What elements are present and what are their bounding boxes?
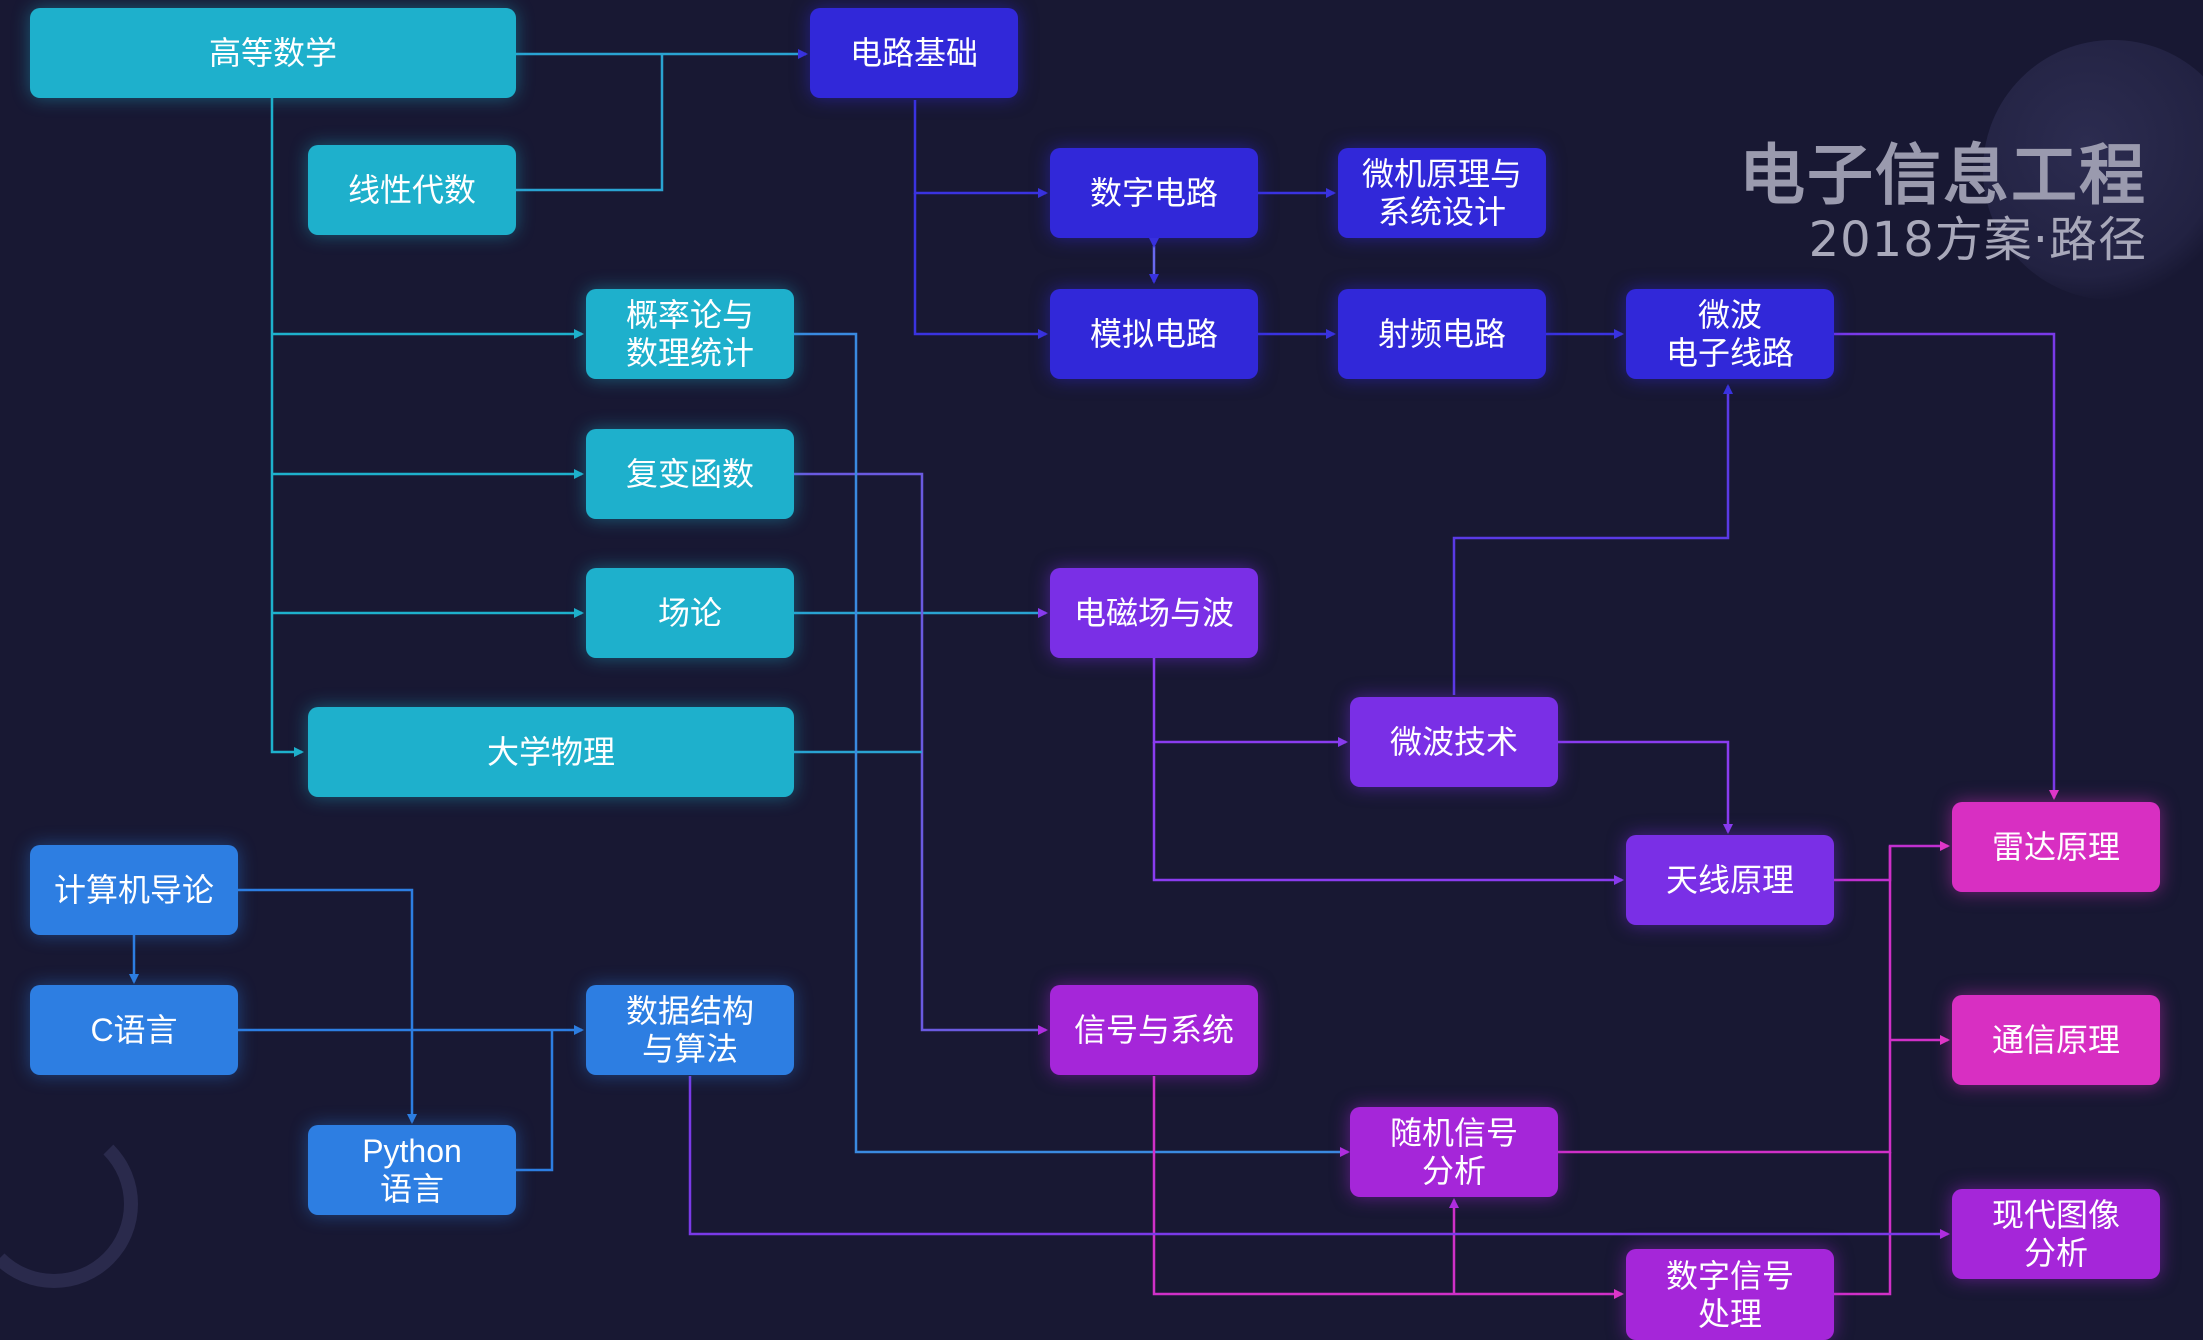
node-label: 计算机导论 [53,872,214,908]
node-shuzi[interactable]: 数字电路 [1050,148,1258,238]
node-label: 数字电路 [1089,175,1218,211]
node-daxue[interactable]: 大学物理 [308,707,794,797]
page-curl-decoration [1983,40,2203,300]
edge-gailv-suiji [794,332,1350,1157]
edge-weibojs-tianxian [1558,740,1733,834]
node-weibojs[interactable]: 微波技术 [1350,697,1558,787]
node-label: 电路基础 [849,35,978,71]
node-label: 随机信号 分析 [1389,1115,1518,1189]
node-jisuanji[interactable]: 计算机导论 [30,845,238,935]
node-label: Python 语言 [362,1133,462,1207]
node-leida[interactable]: 雷达原理 [1952,802,2160,892]
edge-xianxing-dianlu [516,54,664,192]
node-label: 电磁场与波 [1073,595,1234,631]
node-label: 场论 [657,595,722,631]
node-moni[interactable]: 模拟电路 [1050,289,1258,379]
node-label: 微波技术 [1389,724,1518,760]
node-label: 线性代数 [347,172,476,208]
edge-jisuanji-python [238,888,417,1124]
edge-weibojs-weibodz [1452,384,1733,695]
node-label: 概率论与 数理统计 [625,297,754,371]
node-label: 模拟电路 [1089,316,1218,352]
node-dianci[interactable]: 电磁场与波 [1050,568,1258,658]
node-label: 微机原理与 系统设计 [1361,156,1522,230]
edge-dianlu-shuzi [913,100,1048,198]
node-label: 微波 电子线路 [1665,297,1794,371]
node-tongxin[interactable]: 通信原理 [1952,995,2160,1085]
node-xinhao[interactable]: 信号与系统 [1050,985,1258,1075]
node-weiji[interactable]: 微机原理与 系统设计 [1338,148,1546,238]
node-xianxing[interactable]: 线性代数 [308,145,516,235]
page-title: 电子信息工程 [1739,136,2147,214]
node-shuzixh[interactable]: 数字信号 处理 [1626,1249,1834,1340]
edge-dianci-tianxian [1152,742,1624,885]
node-dianlu[interactable]: 电路基础 [810,8,1018,98]
node-label: 数据结构 与算法 [625,993,754,1067]
node-label: C语言 [90,1012,178,1048]
node-label: 天线原理 [1665,862,1794,898]
edge-weibodz-leida [1834,332,2059,800]
edge-dianlu-moni [913,193,1048,339]
node-label: 现代图像 分析 [1991,1197,2120,1271]
edge-shuzixh-out [1834,1152,1892,1296]
node-gailv[interactable]: 概率论与 数理统计 [586,289,794,379]
node-tianxian[interactable]: 天线原理 [1626,835,1834,925]
node-label: 雷达原理 [1991,829,2120,865]
page-subtitle: 2018方案·路径 [1808,212,2147,268]
edge-gaodeng-trunk [270,98,304,757]
node-label: 高等数学 [208,35,337,71]
node-label: 大学物理 [486,734,615,770]
node-shuju[interactable]: 数据结构 与算法 [586,985,794,1075]
node-weibodz[interactable]: 微波 电子线路 [1626,289,1834,379]
node-cyuyan[interactable]: C语言 [30,985,238,1075]
node-label: 通信原理 [1991,1022,2120,1058]
edge-shuju-tuxiang [688,1076,1950,1239]
node-gaodeng[interactable]: 高等数学 [30,8,516,98]
node-suiji[interactable]: 随机信号 分析 [1350,1107,1558,1197]
node-label: 信号与系统 [1073,1012,1234,1048]
node-shepin[interactable]: 射频电路 [1338,289,1546,379]
node-tuxiang[interactable]: 现代图像 分析 [1952,1189,2160,1279]
node-label: 数字信号 处理 [1665,1257,1794,1332]
edge-xinhao-shuzixh [1152,1076,1624,1299]
node-changlun[interactable]: 场论 [586,568,794,658]
edge-dianci-weibojs [1152,658,1348,747]
node-label: 射频电路 [1377,316,1506,352]
edge-python-shuju [516,1030,554,1172]
node-label: 复变函数 [625,456,754,492]
node-python[interactable]: Python 语言 [308,1125,516,1215]
node-fubian[interactable]: 复变函数 [586,429,794,519]
